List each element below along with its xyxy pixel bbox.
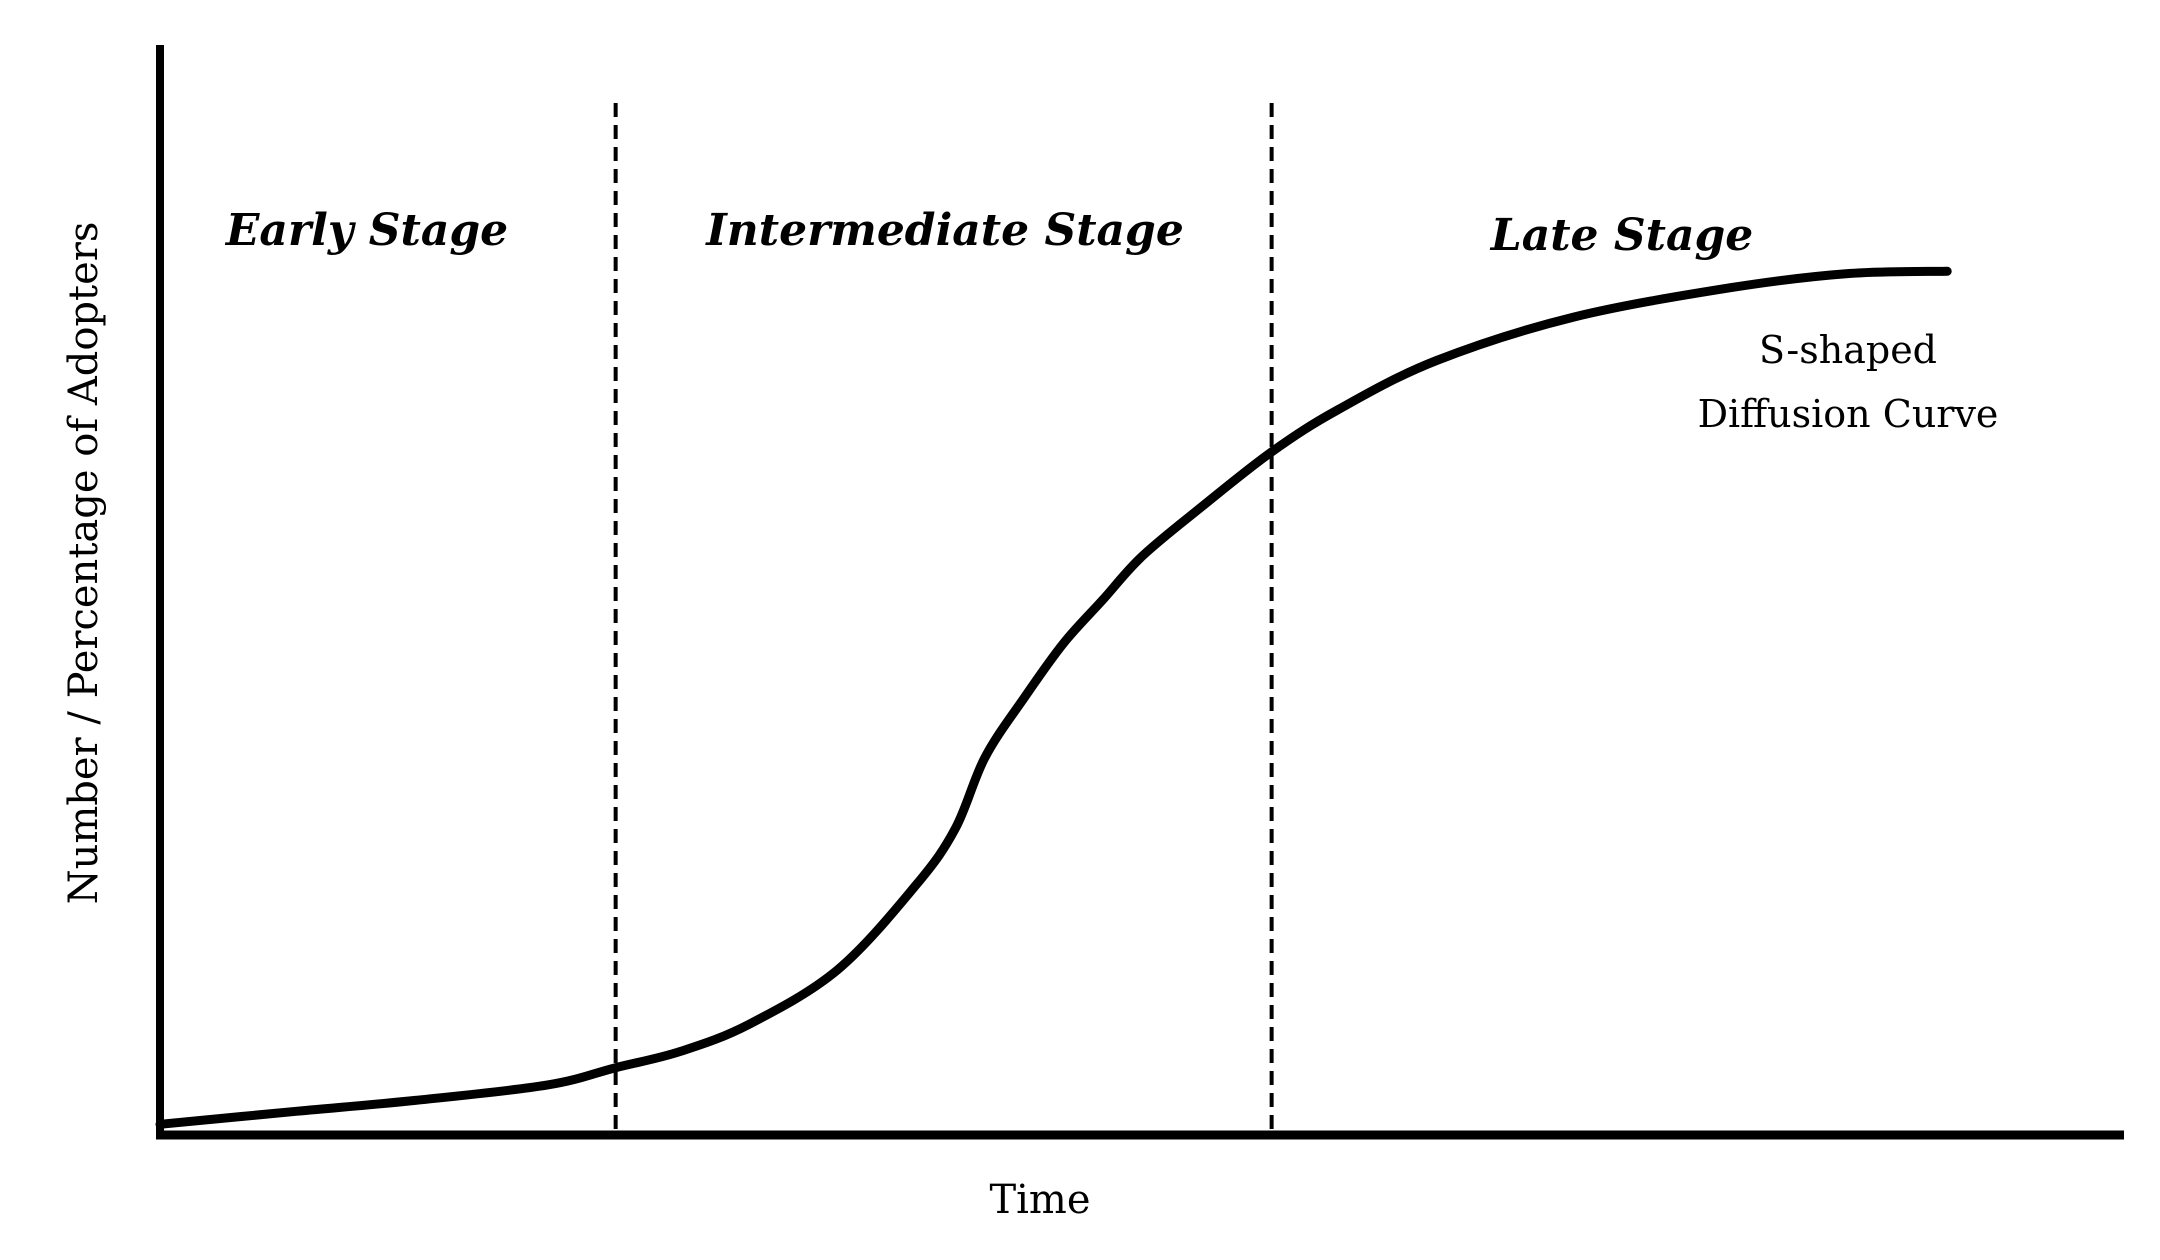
y-axis-label: Number / Percentage of Adopters bbox=[61, 222, 107, 905]
stage-label-late: Late Stage bbox=[1489, 210, 1753, 261]
stage-label-early: Early Stage bbox=[224, 205, 508, 256]
curve-annotation-line1: S-shaped bbox=[1759, 328, 1937, 372]
stage-label-intermediate: Intermediate Stage bbox=[704, 205, 1184, 256]
x-axis-label: Time bbox=[989, 1177, 1090, 1223]
stage-boundaries bbox=[613, 103, 1274, 1131]
curve-annotation-line2: Diffusion Curve bbox=[1698, 392, 1999, 436]
s-curve-line bbox=[155, 266, 1952, 1129]
